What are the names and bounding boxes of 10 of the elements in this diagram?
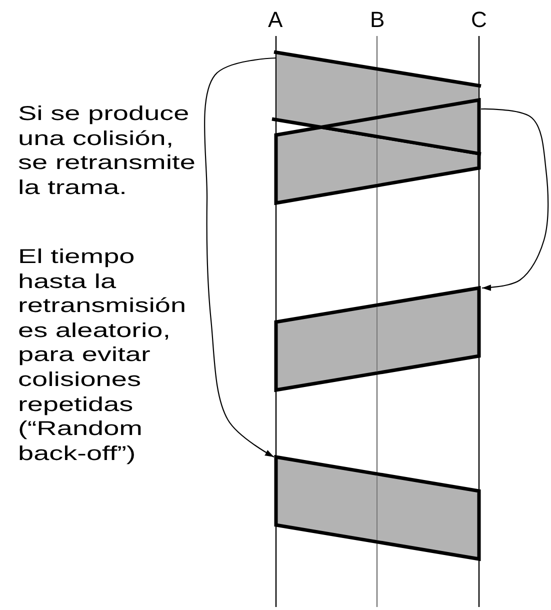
frame-parallelogram <box>274 454 481 562</box>
frame-parallelogram <box>274 98 481 206</box>
frame-parallelogram <box>274 286 481 392</box>
lane-label: C <box>471 8 487 32</box>
lane-label: A <box>268 8 283 32</box>
arrow <box>204 57 276 458</box>
lane-label: B <box>370 8 385 32</box>
note-text: El tiempo hasta la retransmisión es aleatorio, para evitar colisiones repetidas (“Random back-off”) <box>18 245 188 466</box>
note-text: Si se produce una colisión, se retransmite la trama. <box>18 102 196 200</box>
arrow <box>481 108 549 291</box>
